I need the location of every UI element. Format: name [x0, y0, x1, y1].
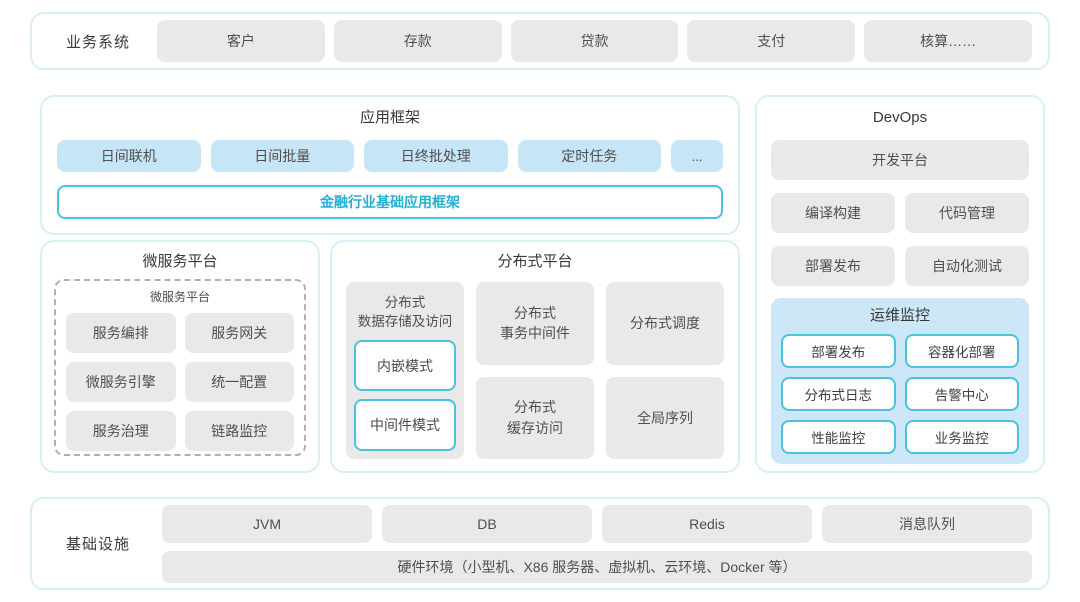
- microservice-inner-title: 微服务平台: [149, 290, 210, 304]
- distributed-storage-group: 分布式 数据存储及访问 内嵌模式 中间件模式: [346, 282, 464, 459]
- devops-row-1: 编译构建 代码管理: [771, 193, 1029, 233]
- infrastructure-row: JVM DB Redis 消息队列: [162, 504, 1032, 543]
- micro-item-service-orchestration: 服务编排: [66, 313, 176, 353]
- ops-monitoring-grid: 部署发布 容器化部署 分布式日志 告警中心 性能监控 业务监控: [781, 334, 1019, 454]
- app-mode-daytime-online: 日间联机: [57, 140, 201, 172]
- microservice-inner-group: 微服务平台 服务编排 服务网关 微服务引擎 统一配置 服务治理 链路监控: [54, 279, 306, 456]
- monitor-item-deploy-release: 部署发布: [781, 334, 896, 368]
- infrastructure-content: JVM DB Redis 消息队列 硬件环境（小型机、X86 服务器、虚拟机、云…: [162, 504, 1032, 583]
- app-framework-title: 应用框架: [359, 109, 420, 126]
- business-item-customer: 客户: [157, 20, 325, 62]
- devops-item-compile-build: 编译构建: [771, 193, 895, 233]
- business-item-loan: 贷款: [510, 20, 679, 62]
- business-item-payment: 支付: [687, 20, 856, 62]
- monitor-item-alert-center: 告警中心: [904, 377, 1019, 411]
- infra-item-redis: Redis: [602, 504, 812, 543]
- infra-hardware-bar: 硬件环境（小型机、X86 服务器、虚拟机、云环境、Docker 等）: [162, 550, 1032, 583]
- devops-row-2: 部署发布 自动化测试: [771, 246, 1029, 286]
- distributed-grid: 分布式 数据存储及访问 内嵌模式 中间件模式 分布式 事务中间件 分布式 缓存访…: [346, 282, 724, 459]
- ops-monitoring-title: 运维监控: [869, 307, 930, 324]
- dist-cell-global-sequence: 全局序列: [606, 376, 724, 459]
- business-item-deposit: 存款: [333, 20, 502, 62]
- devops-item-deploy-release: 部署发布: [771, 246, 895, 286]
- devops-item-automated-testing: 自动化测试: [905, 246, 1029, 286]
- distributed-middle-column: 分布式 事务中间件 分布式 缓存访问: [476, 282, 594, 459]
- infrastructure-section: 基础设施 JVM DB Redis 消息队列 硬件环境（小型机、X86 服务器、…: [30, 497, 1050, 590]
- infra-item-jvm: JVM: [162, 504, 372, 543]
- app-mode-eod-batch: 日终批处理: [364, 140, 508, 172]
- monitor-item-performance-monitoring: 性能监控: [781, 420, 896, 454]
- app-framework-modes-row: 日间联机 日间批量 日终批处理 定时任务 ...: [57, 140, 723, 172]
- infra-item-db: DB: [382, 504, 592, 543]
- distributed-right-column: 分布式调度 全局序列: [606, 282, 724, 459]
- distributed-platform-title: 分布式平台: [497, 253, 573, 270]
- distributed-platform-section: 分布式平台 分布式 数据存储及访问 内嵌模式 中间件模式 分布式 事务中间件 分…: [330, 240, 740, 473]
- monitor-item-container-deploy: 容器化部署: [904, 334, 1019, 368]
- micro-item-link-monitoring: 链路监控: [184, 411, 294, 451]
- micro-item-unified-config: 统一配置: [184, 362, 294, 402]
- micro-item-service-gateway: 服务网关: [184, 313, 294, 353]
- business-systems-section: 业务系统 客户 存款 贷款 支付 核算……: [30, 12, 1050, 70]
- devops-item-code-management: 代码管理: [905, 193, 1029, 233]
- embedded-mode-box: 内嵌模式: [354, 339, 456, 392]
- infra-item-message-queue: 消息队列: [822, 504, 1032, 543]
- microservice-grid: 服务编排 服务网关 微服务引擎 统一配置 服务治理 链路监控: [66, 313, 294, 451]
- ops-monitoring-panel: 运维监控 部署发布 容器化部署 分布式日志 告警中心 性能监控 业务监控: [771, 298, 1029, 464]
- devops-section: DevOps 开发平台 编译构建 代码管理 部署发布 自动化测试 运维监控 部署…: [755, 95, 1045, 473]
- app-mode-scheduled-task: 定时任务: [517, 140, 661, 172]
- micro-item-service-governance: 服务治理: [66, 411, 176, 451]
- micro-item-microservice-engine: 微服务引擎: [66, 362, 176, 402]
- business-item-accounting: 核算……: [864, 20, 1032, 62]
- dist-cell-scheduling: 分布式调度: [606, 282, 724, 365]
- infrastructure-label: 基础设施: [65, 536, 130, 553]
- financial-base-framework-bar: 金融行业基础应用框架: [57, 185, 723, 219]
- distributed-storage-label: 分布式 数据存储及访问: [357, 295, 453, 329]
- microservice-platform-section: 微服务平台 微服务平台 服务编排 服务网关 微服务引擎 统一配置 服务治理 链路…: [40, 240, 320, 473]
- monitor-item-distributed-log: 分布式日志: [781, 377, 896, 411]
- app-framework-section: 应用框架 日间联机 日间批量 日终批处理 定时任务 ... 金融行业基础应用框架: [40, 95, 740, 235]
- monitor-item-business-monitoring: 业务监控: [904, 420, 1019, 454]
- middleware-mode-box: 中间件模式: [354, 399, 456, 451]
- devops-title: DevOps: [872, 109, 928, 126]
- dist-cell-cache-access: 分布式 缓存访问: [476, 376, 594, 459]
- microservice-platform-title: 微服务平台: [142, 253, 218, 270]
- app-mode-more: ...: [671, 140, 723, 172]
- dist-cell-transaction-middleware: 分布式 事务中间件: [476, 282, 594, 365]
- devops-dev-platform: 开发平台: [771, 140, 1029, 180]
- app-mode-daytime-batch: 日间批量: [210, 140, 354, 172]
- business-systems-label: 业务系统: [65, 33, 130, 51]
